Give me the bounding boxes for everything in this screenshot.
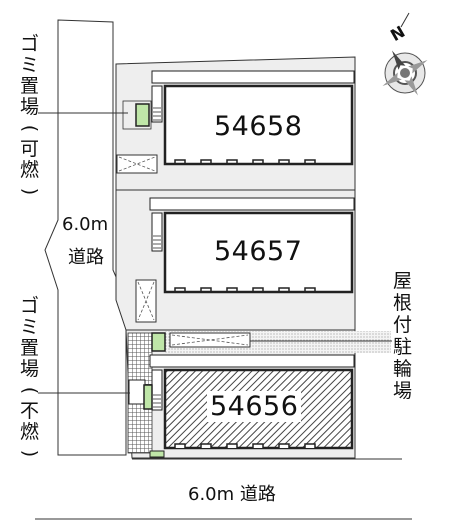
bicycle-parking-roof (169, 332, 251, 348)
green-box-lower (143, 384, 153, 410)
building-54658 (151, 70, 355, 166)
compass-rose-icon (382, 12, 428, 96)
garbage-box-burnable (135, 103, 150, 127)
west-road-name: 道路 (68, 247, 104, 268)
green-box-south (149, 450, 165, 458)
west-road-distance: 6.0m (62, 214, 109, 235)
building-label-54658: 54658 (214, 111, 303, 142)
building-label-54656: 54656 (207, 391, 302, 422)
garbage-nonburnable-label: ゴ ミ 置 場 ( 不 燃 ) (19, 295, 42, 458)
bicycle-parking-cross (171, 334, 249, 346)
garbage-burnable-label: ゴ ミ 置 場 ( 可 燃 ) (19, 33, 42, 196)
storage-marker-1 (116, 154, 158, 174)
garbage-box-nonburnable (128, 379, 146, 405)
building-54657 (149, 197, 355, 294)
west-road (44, 19, 127, 456)
building-label-54657: 54657 (214, 236, 303, 267)
garbage-box-frame (122, 100, 152, 130)
bicycle-parking-label: 屋 根 付 駐 輪 場 (393, 270, 413, 402)
south-road-label: 6.0m 道路 (188, 484, 276, 505)
green-box-upper (151, 332, 166, 352)
